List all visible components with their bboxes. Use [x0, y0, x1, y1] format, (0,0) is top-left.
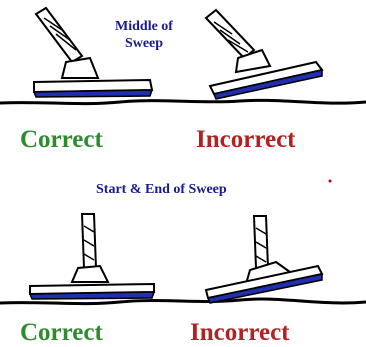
red-dot: [328, 179, 332, 183]
heading-start-end-of-sweep: Start & End of Sweep: [96, 182, 227, 197]
detector-bottom-correct: [28, 213, 156, 300]
heading-middle-of-sweep: Middle of Sweep: [115, 19, 173, 51]
ground-line-top: [0, 98, 366, 106]
verdict-incorrect-bottom: Incorrect: [190, 319, 290, 346]
detector-top-correct: [32, 6, 154, 98]
verdict-correct-bottom: Correct: [20, 319, 103, 346]
verdict-correct-top: Correct: [20, 126, 103, 153]
detector-bottom-incorrect: [204, 215, 324, 304]
ground-line-bottom: [0, 297, 366, 306]
verdict-incorrect-top: Incorrect: [196, 126, 296, 153]
detector-top-incorrect: [204, 8, 324, 100]
